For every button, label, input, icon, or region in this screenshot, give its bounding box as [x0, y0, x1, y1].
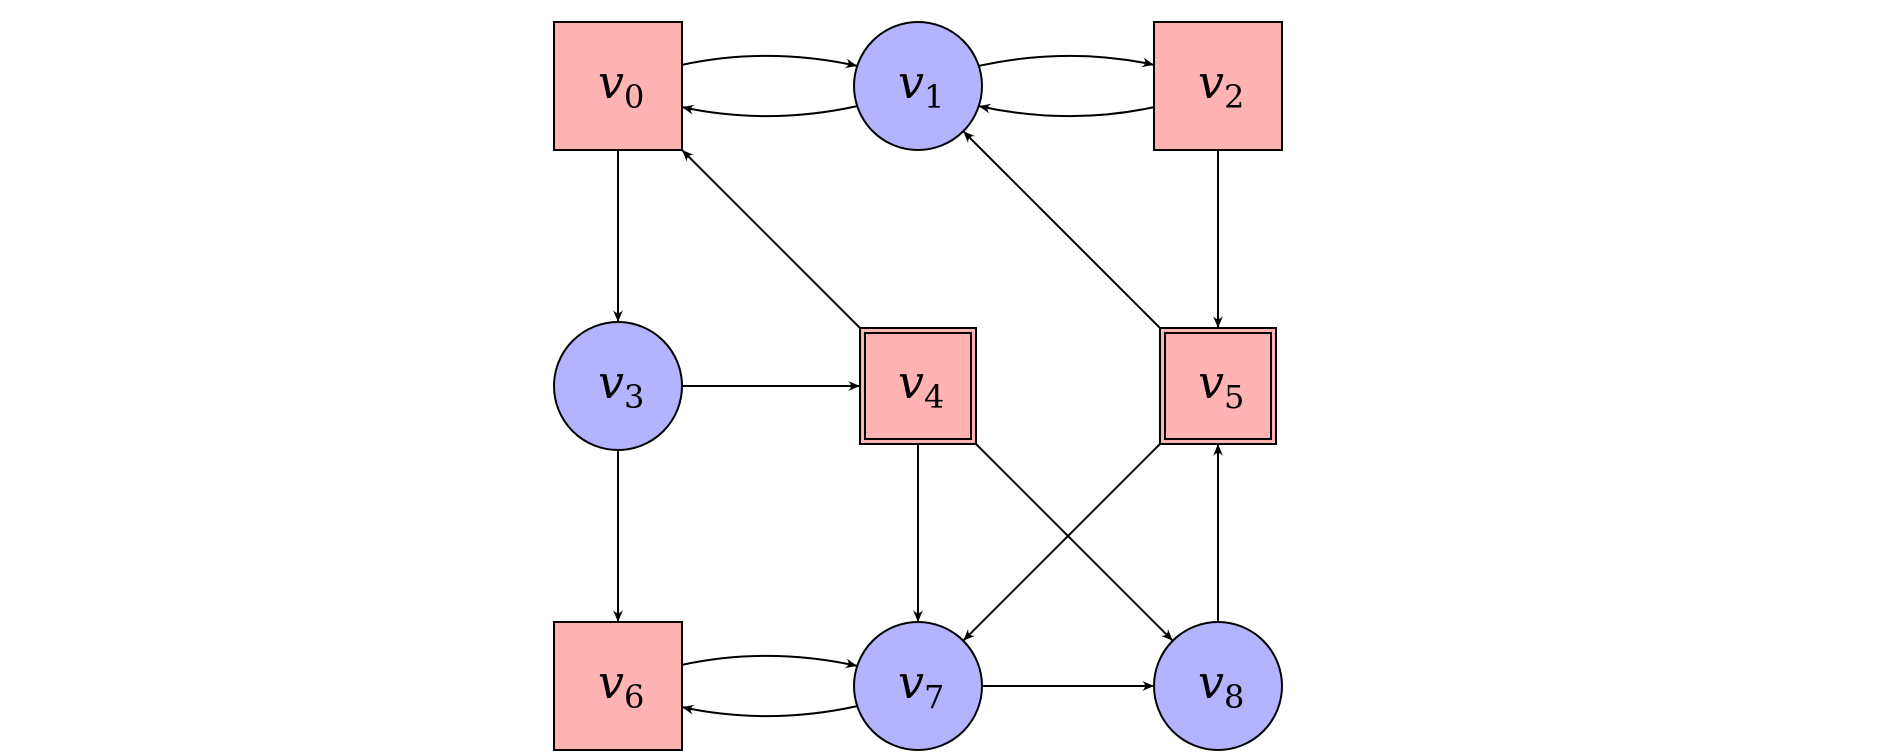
edge-v0-v1 [681, 54, 858, 69]
node-label-letter: v [1198, 655, 1224, 709]
node-label-letter: v [1198, 55, 1224, 109]
node-v1-circle [853, 21, 983, 151]
node-label-subscript: 2 [1224, 78, 1244, 116]
node-label-letter: v [898, 655, 924, 709]
node-label-subscript: 8 [1224, 678, 1244, 716]
node-label-subscript: 0 [624, 78, 644, 116]
edge-v5-v1 [962, 130, 1161, 329]
node-v7: v7 [853, 621, 983, 751]
node-v3-label: v3 [598, 355, 644, 416]
node-label-letter: v [598, 655, 624, 709]
node-v7-circle [853, 621, 983, 751]
node-label-letter: v [898, 55, 924, 109]
node-v5: v5 [1159, 327, 1277, 445]
edge-v2-v1 [978, 103, 1155, 118]
edge-v1-v2 [978, 54, 1155, 68]
node-label-subscript: 3 [624, 378, 644, 416]
edges-layer [613, 54, 1223, 718]
node-v1-label: v1 [898, 55, 944, 116]
node-v4-label: v4 [898, 355, 944, 416]
node-v2: v2 [1153, 21, 1283, 151]
node-v0-label: v0 [598, 55, 644, 116]
node-v4-square [859, 327, 977, 445]
node-v4-inner-border [864, 332, 972, 440]
node-v2-label: v2 [1198, 55, 1244, 116]
node-v6-square [553, 621, 683, 751]
node-v7-label: v7 [898, 655, 944, 716]
edge-v1-v0 [681, 104, 858, 118]
node-label-letter: v [1198, 355, 1224, 409]
edge-v6-v7 [681, 654, 858, 669]
node-v1: v1 [853, 21, 983, 151]
node-label-subscript: 4 [924, 378, 944, 416]
node-v2-square [1153, 21, 1283, 151]
node-label-letter: v [598, 355, 624, 409]
node-label-subscript: 7 [924, 678, 944, 716]
node-v8: v8 [1153, 621, 1283, 751]
node-v6: v6 [553, 621, 683, 751]
node-v0: v0 [553, 21, 683, 151]
edge-v7-v6 [681, 704, 858, 718]
node-label-letter: v [898, 355, 924, 409]
edge-v4-v0 [681, 149, 861, 329]
node-v3: v3 [553, 321, 683, 451]
node-v5-inner-border [1164, 332, 1272, 440]
node-v6-label: v6 [598, 655, 644, 716]
node-v3-circle [553, 321, 683, 451]
node-label-letter: v [598, 55, 624, 109]
node-v0-square [553, 21, 683, 151]
node-v4: v4 [859, 327, 977, 445]
node-label-subscript: 5 [1224, 378, 1244, 416]
node-v8-label: v8 [1198, 655, 1244, 716]
edge-v4-v8 [975, 443, 1174, 642]
node-v5-square [1159, 327, 1277, 445]
edge-v5-v7 [962, 443, 1161, 642]
node-v8-circle [1153, 621, 1283, 751]
node-v5-label: v5 [1198, 355, 1244, 416]
node-label-subscript: 6 [624, 678, 644, 716]
node-label-subscript: 1 [924, 78, 944, 116]
